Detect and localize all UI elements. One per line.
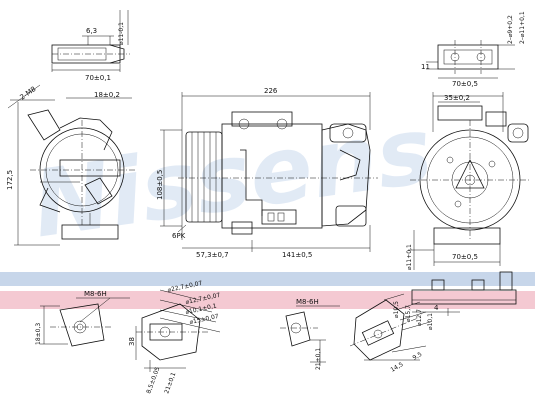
port-detail-left <box>135 289 221 372</box>
blue-band <box>0 272 535 286</box>
dim-2-phi9: 2–⌀9+0,2 <box>507 15 514 44</box>
dim-phi15-7: ⌀15,7 <box>405 305 412 322</box>
dim-11-vert: ⌀11+0,1 <box>406 244 413 270</box>
label-6pk: 6PK <box>172 232 186 240</box>
dim-6-3: 6,3 <box>86 27 97 35</box>
dim-14-5: 14,5 <box>390 361 405 374</box>
dim-18: 18±0,2 <box>94 91 120 99</box>
pink-band <box>0 291 535 309</box>
dim-phi11-top: ⌀11-0,1 <box>118 22 125 45</box>
label-m8-left: M8-6H <box>84 290 107 298</box>
dim-226: 226 <box>264 87 278 95</box>
dim-70-a: 70±0,1 <box>85 74 111 82</box>
dim-35: 35±0,2 <box>444 94 470 102</box>
dim-108: 108±0,5 <box>156 170 164 200</box>
dim-11-side: 11 <box>421 63 430 71</box>
bottom-left-fitting <box>40 297 130 347</box>
compressor-front-view <box>408 92 530 270</box>
dim-9-5: 9,5 <box>412 351 424 362</box>
dim-2-m8: 2-M8 <box>19 85 38 102</box>
dim-70-c: 70±0,5 <box>452 253 478 261</box>
dim-141: 141±0,5 <box>282 251 312 259</box>
bottom-right-bracket <box>411 271 517 316</box>
label-m8-mid: M8-6H <box>296 298 319 306</box>
dim-phi12-7-b: ⌀12,7 <box>416 309 423 326</box>
dim-2-phi11: 2–⌀11+0,1 <box>519 11 526 44</box>
dim-phi19-5: ⌀19,5 <box>393 301 400 318</box>
dim-21-left: 21±0,1 <box>163 371 177 394</box>
dim-4: 4 <box>434 304 439 312</box>
dim-57-3: 57,3±0,7 <box>196 251 229 259</box>
dim-phi10-1-b: ⌀10,1 <box>427 313 434 330</box>
bottom-center-fitting <box>280 305 340 366</box>
dim-38: 38 <box>128 337 136 346</box>
compressor-side-view <box>160 92 378 252</box>
dim-172-5: 172,5 <box>6 170 14 190</box>
top-fitting-detail <box>51 10 130 72</box>
top-right-flange <box>426 40 515 79</box>
port-detail-right <box>349 293 431 361</box>
left-end-view <box>7 84 135 246</box>
dim-70-b: 70±0,5 <box>452 80 478 88</box>
dim-21-mid: 21±0,1 <box>315 348 322 370</box>
dim-18-left: 18±0,3 <box>35 323 42 345</box>
dim-8-5: 8,5±0,05 <box>145 366 161 395</box>
